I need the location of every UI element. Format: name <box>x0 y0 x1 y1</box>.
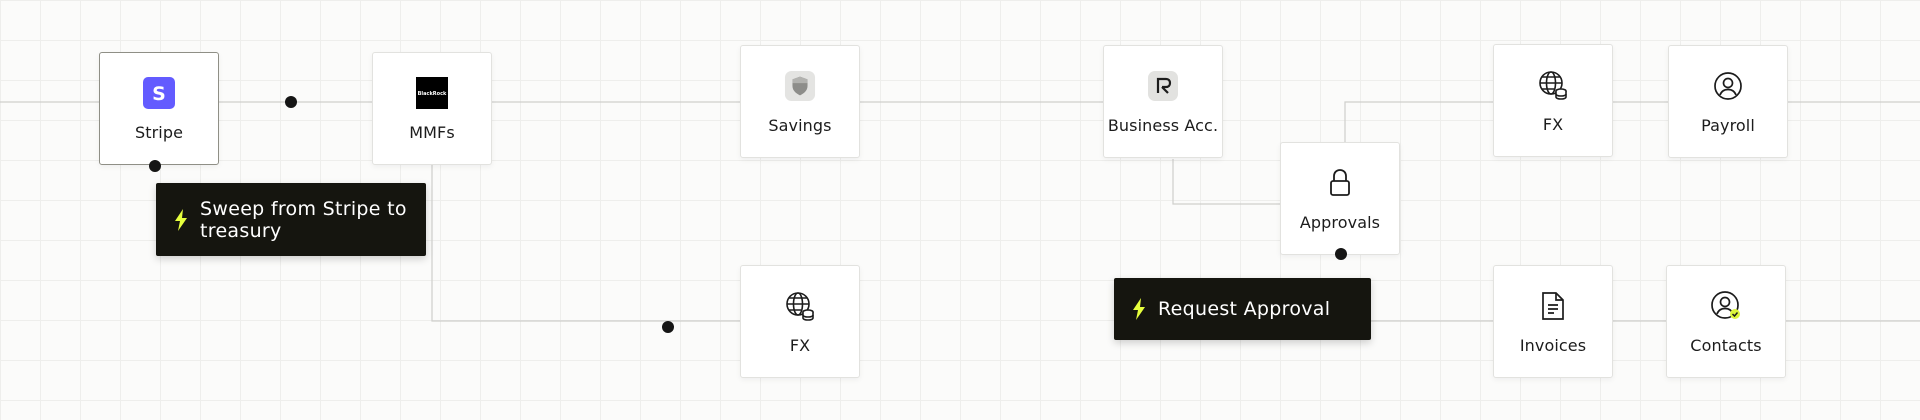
node-business-acc[interactable]: Business Acc. <box>1103 45 1223 158</box>
action-card-request-approval[interactable]: Request Approval <box>1114 278 1371 340</box>
connector-dot-stripe-mmfs[interactable] <box>285 96 297 108</box>
node-payroll[interactable]: Payroll <box>1668 45 1788 158</box>
lock-icon <box>1324 167 1356 199</box>
user-circle-icon <box>1712 70 1744 102</box>
globe-coins-icon <box>784 290 816 322</box>
connector-dot-mmfs-fx[interactable] <box>662 321 674 333</box>
globe-coins-icon <box>1537 69 1569 101</box>
action-text: Request Approval <box>1158 298 1331 320</box>
shield-logo-icon <box>784 70 816 102</box>
node-label: Invoices <box>1519 336 1587 355</box>
node-label: MMFs <box>409 123 455 142</box>
connector-dot-stripe[interactable] <box>149 160 161 172</box>
node-label: Approvals <box>1299 213 1381 232</box>
document-icon <box>1537 290 1569 322</box>
connector-dot-approvals[interactable] <box>1335 248 1347 260</box>
node-label: Payroll <box>1701 116 1755 135</box>
user-check-icon <box>1710 290 1742 322</box>
node-stripe[interactable]: S Stripe <box>99 52 219 165</box>
svg-text:S: S <box>152 83 166 105</box>
wire-business-to-approvals <box>1172 159 1280 205</box>
lightning-icon <box>175 208 187 231</box>
node-fx-top[interactable]: FX <box>1493 44 1613 157</box>
node-fx-bottom[interactable]: FX <box>740 265 860 378</box>
node-invoices[interactable]: Invoices <box>1493 265 1613 378</box>
node-label: Business Acc. <box>1107 116 1219 135</box>
lightning-icon <box>1133 298 1145 320</box>
wire-approvals-to-fx <box>1344 101 1493 144</box>
node-label: FX <box>789 336 811 355</box>
bank-logo-icon <box>1147 70 1179 102</box>
wire-mmfs-to-fx-bottom <box>431 158 740 322</box>
svg-text:BlackRock: BlackRock <box>418 91 447 97</box>
node-contacts[interactable]: Contacts <box>1666 265 1786 378</box>
stripe-logo-icon: S <box>143 77 175 109</box>
node-label: FX <box>1542 115 1564 134</box>
blackrock-logo-icon: BlackRock <box>416 77 448 109</box>
node-label: Stripe <box>134 123 184 142</box>
action-text: Sweep from Stripe to treasury <box>200 197 407 242</box>
node-savings[interactable]: Savings <box>740 45 860 158</box>
node-approvals[interactable]: Approvals <box>1280 142 1400 255</box>
action-card-sweep[interactable]: Sweep from Stripe to treasury <box>156 183 426 256</box>
node-mmfs[interactable]: BlackRock MMFs <box>372 52 492 165</box>
node-label: Contacts <box>1690 336 1762 355</box>
node-label: Savings <box>768 116 832 135</box>
